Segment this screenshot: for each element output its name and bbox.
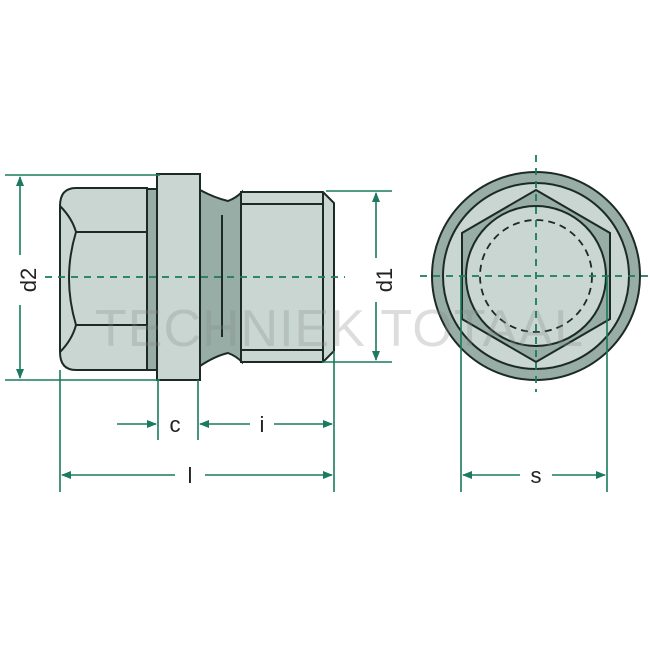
hex-flats [59,205,147,353]
label-d1: d1 [372,268,397,292]
label-d2: d2 [16,268,41,292]
label-s: s [531,463,542,488]
dimensions [5,174,608,492]
label-l: l [188,463,193,488]
label-c: c [170,412,181,437]
watermark: TECHNIEK TOTAAL [95,300,584,358]
label-i: i [260,412,265,437]
front-view [431,171,641,381]
